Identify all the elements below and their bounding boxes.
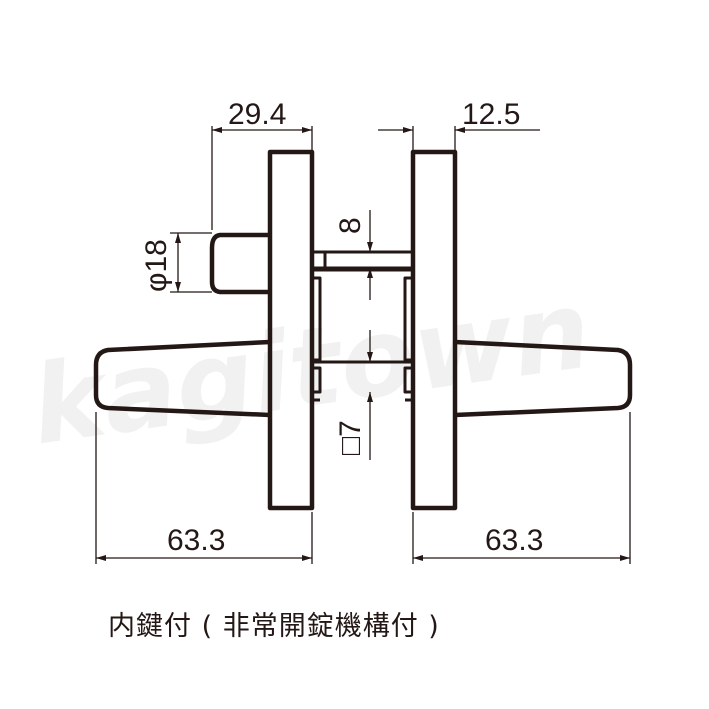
dim-knob-diameter: φ18 (140, 239, 173, 292)
spindle-upper (312, 250, 413, 270)
dim-spindle-square: □7 (334, 420, 367, 455)
right-rose (410, 149, 458, 511)
center-body (312, 268, 413, 364)
left-lever (93, 339, 271, 418)
left-rose (267, 149, 315, 511)
dim-bottom-right: 63.3 (485, 524, 543, 557)
dim-top-left: 29.4 (228, 98, 286, 131)
dim-top-right: 12.5 (462, 98, 520, 131)
dim-bottom-left: 63.3 (167, 524, 225, 557)
spindle-lower (312, 366, 413, 402)
dim-spindle-gap: 8 (334, 217, 367, 234)
right-lever (454, 339, 633, 418)
thumb-turn-knob (209, 232, 270, 295)
caption: 内鍵付 ( 非常開錠機構付 ) (108, 611, 440, 642)
